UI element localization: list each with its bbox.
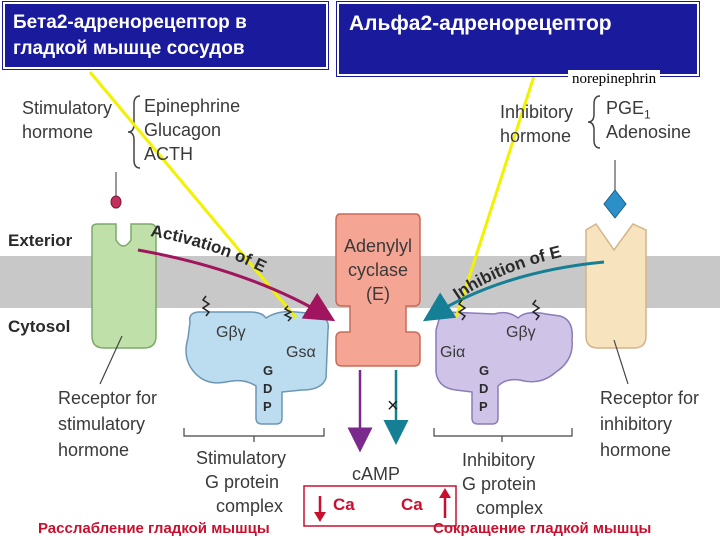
receptor-inhib-line1: Receptor for [600,388,700,408]
receptor-stim-line3: hormone [58,440,130,460]
stimulatory-g-protein [185,310,330,425]
gi-alpha-label: Giα [440,344,466,361]
gs-gdp-d: D [263,381,273,396]
adenylyl-line2: cyclase [347,260,409,280]
beta2-title: Бета2-адренорецептор в гладкой мышце сос… [2,1,329,70]
stimulatory-receptor [91,223,157,349]
adenylyl-line3: (E) [366,284,390,304]
pge1-label: PGE1 [606,98,651,126]
relaxation-caption: Расслабление гладкой мышцы [38,520,270,537]
calcium-box [303,485,457,527]
inhib-gprotein-line3: complex [476,498,544,518]
ca-up-arrowhead [439,488,451,498]
stim-gprotein-line1: Stimulatory [196,448,287,468]
alpha2-title: Альфа2-адренорецептор [336,1,700,77]
ca-right-label: Ca [401,495,423,514]
inhib-gprotein-line2: G protein [462,474,537,494]
receptor-inhib-line3: hormone [600,440,672,460]
receptor-stim-line1: Receptor for [58,388,158,408]
adenosine-label: Adenosine [606,122,692,142]
ca-left-label: Ca [333,495,355,514]
exterior-label: Exterior [8,231,73,250]
inhib-complex-bracket [433,428,573,442]
inhibition-arrow [422,260,605,322]
gs-alpha-anchor [283,305,293,322]
gs-gdp-g: G [263,363,274,378]
stim-receptor-leader [99,335,123,385]
stim-hormone-line2: hormone [22,122,94,142]
gi-beta-gamma-label: Gβγ [506,324,536,341]
inhib-hormone-molecule [603,189,627,219]
inhib-gprotein-line1: Inhibitory [462,450,536,470]
acth-label: ACTH [144,144,193,164]
inhibitory-g-protein [435,311,573,425]
beta2-pointer [88,71,298,319]
inhib-hormone-line2: hormone [500,126,572,146]
norepinephrin-label: norepinephrin [568,70,661,89]
gi-anchor [457,299,467,321]
gs-anchor [201,295,211,317]
stim-brace [127,95,141,169]
inhib-hormone-line1: Inhibitory [500,102,574,122]
inhib-receptor-leader [613,339,629,385]
cytosol-label: Cytosol [8,317,71,336]
stim-gprotein-line2: G protein [205,472,280,492]
stim-hormone-molecule [110,195,122,209]
alpha2-pointer [454,75,536,319]
stim-complex-bracket [183,428,325,442]
inhib-brace [587,95,601,149]
pge-text: PGE [606,98,645,118]
pge-subscript: 1 [644,107,651,122]
stim-hormone-line1: Stimulatory [22,98,113,118]
inhibitory-receptor [585,222,647,349]
camp-label: cAMP [352,464,401,484]
adenylyl-line1: Adenylyl [343,236,413,256]
glucagon-label: Glucagon [144,120,222,140]
gs-beta-gamma-label: Gβγ [216,324,246,341]
receptor-stim-line2: stimulatory [58,414,146,434]
gi-gdp-d: D [479,381,489,396]
stim-gprotein-line3: complex [216,496,284,516]
adenylyl-cyclase [335,213,421,367]
gi-bg-anchor [531,299,541,321]
inhibition-x-mark: × [387,395,399,417]
gi-gdp-p: P [479,399,488,414]
ca-down-arrowhead [314,512,326,522]
activation-arrow [137,248,336,322]
gs-alpha-label: Gsα [286,344,316,361]
receptor-inhib-line2: inhibitory [600,414,673,434]
epinephrine-label: Epinephrine [144,96,241,116]
contraction-caption: Сокращение гладкой мышцы [433,520,652,537]
gs-gdp-p: P [263,399,272,414]
gi-gdp-g: G [479,363,490,378]
